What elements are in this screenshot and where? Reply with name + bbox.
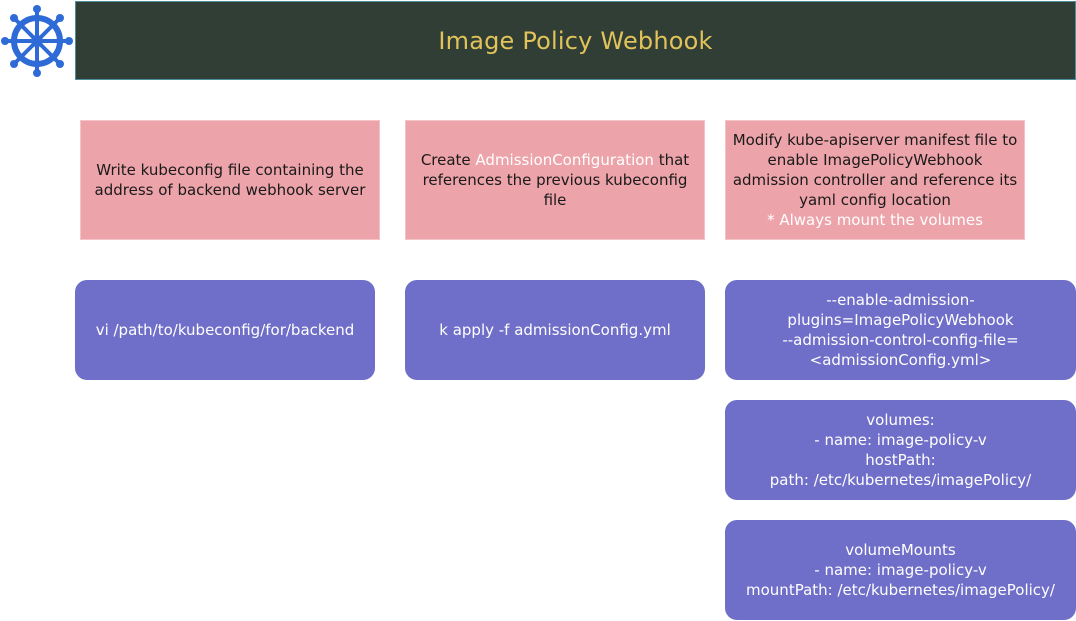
step-create-admission-config: Create AdmissionConfiguration that refer… [405, 120, 705, 240]
command-line: <admissionConfig.yml> [809, 351, 992, 369]
command-line: plugins=ImagePolicyWebhook [787, 311, 1014, 329]
step-text-suffix: that references the previous kubeconfig … [422, 151, 690, 209]
command-line: - name: image-policy-v [814, 561, 987, 579]
step-text: Write kubeconfig file containing the add… [94, 161, 366, 199]
step-note: * Always mount the volumes [767, 211, 983, 229]
page-title: Image Policy Webhook [438, 26, 713, 55]
kubernetes-logo-icon [1, 5, 73, 77]
command-line: path: /etc/kubernetes/imagePolicy/ [769, 471, 1032, 489]
command-volume-mounts: volumeMounts - name: image-policy-v moun… [725, 520, 1076, 620]
command-apiserver-flags: --enable-admission- plugins=ImagePolicyW… [725, 280, 1076, 380]
command-line: --enable-admission- [826, 291, 975, 309]
command-vi-kubeconfig: vi /path/to/kubeconfig/for/backend [75, 280, 375, 380]
step-modify-apiserver: Modify kube-apiserver manifest file to e… [725, 120, 1025, 240]
command-line: --admission-control-config-file= [782, 331, 1019, 349]
command-line: k apply -f admissionConfig.yml [439, 321, 671, 339]
command-apply-admission-config: k apply -f admissionConfig.yml [405, 280, 705, 380]
command-line: vi /path/to/kubeconfig/for/backend [95, 321, 355, 339]
step-highlight: AdmissionConfiguration [475, 151, 654, 169]
command-line: volumes: [866, 411, 935, 429]
command-line: hostPath: [865, 451, 936, 469]
step-text-prefix: Create [420, 151, 476, 169]
command-line: volumeMounts [845, 541, 956, 559]
command-volumes: volumes: - name: image-policy-v hostPath… [725, 400, 1076, 500]
step-text: Modify kube-apiserver manifest file to e… [732, 131, 1018, 209]
command-line: - name: image-policy-v [814, 431, 987, 449]
step-text: Create AdmissionConfiguration that refer… [412, 150, 698, 210]
command-line: mountPath: /etc/kubernetes/imagePolicy/ [746, 581, 1055, 599]
header-banner: Image Policy Webhook [75, 1, 1076, 80]
step-write-kubeconfig: Write kubeconfig file containing the add… [80, 120, 380, 240]
